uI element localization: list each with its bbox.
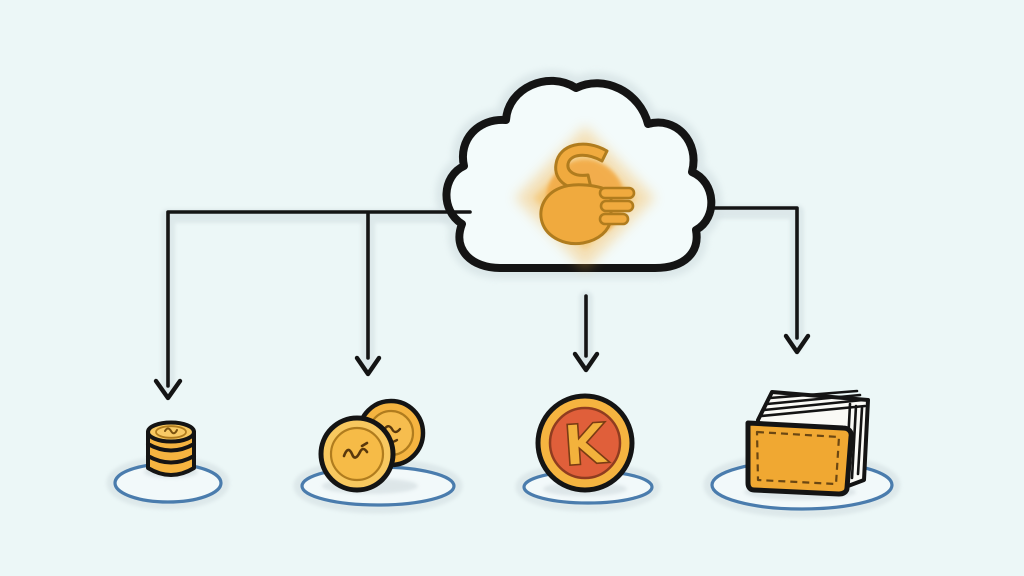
wallet-page-edges: [759, 389, 867, 484]
connector-right-elbow: [708, 206, 811, 355]
coin-stack-band: [146, 454, 196, 465]
cloud-node: [435, 69, 723, 279]
fist-finger-3: [598, 212, 630, 226]
coin-stack-top-mark: [164, 427, 178, 435]
large-coin-center: [548, 406, 622, 480]
fist-palm: [539, 183, 613, 246]
coin-stack-band: [146, 442, 196, 453]
wallet: [745, 389, 870, 497]
large-coin-symbol: K: [561, 411, 611, 479]
connector-left-elbow: [153, 210, 472, 401]
connector-middle-down: [572, 294, 600, 373]
currency-fist-icon: [515, 126, 655, 270]
coin-stack-body: [146, 430, 196, 477]
fist-thumb: [554, 142, 609, 191]
fist-finger-2: [599, 199, 635, 213]
wallet-stitching: [755, 430, 841, 486]
connector-branch-down: [354, 212, 382, 377]
coin-stack: [146, 420, 196, 477]
arrowhead-down-icon: [783, 333, 811, 355]
arrowhead-down-icon: [572, 351, 600, 373]
coin-pair: [318, 398, 426, 493]
large-coin: K: [535, 393, 635, 493]
arrowhead-down-icon: [153, 378, 183, 401]
coin-front-mark: [342, 441, 369, 459]
connectors: [153, 206, 811, 401]
arrowhead-down-icon: [354, 355, 382, 377]
fist-finger-1: [598, 186, 636, 200]
wallet-front: [745, 420, 854, 497]
coin-front: [318, 415, 396, 493]
